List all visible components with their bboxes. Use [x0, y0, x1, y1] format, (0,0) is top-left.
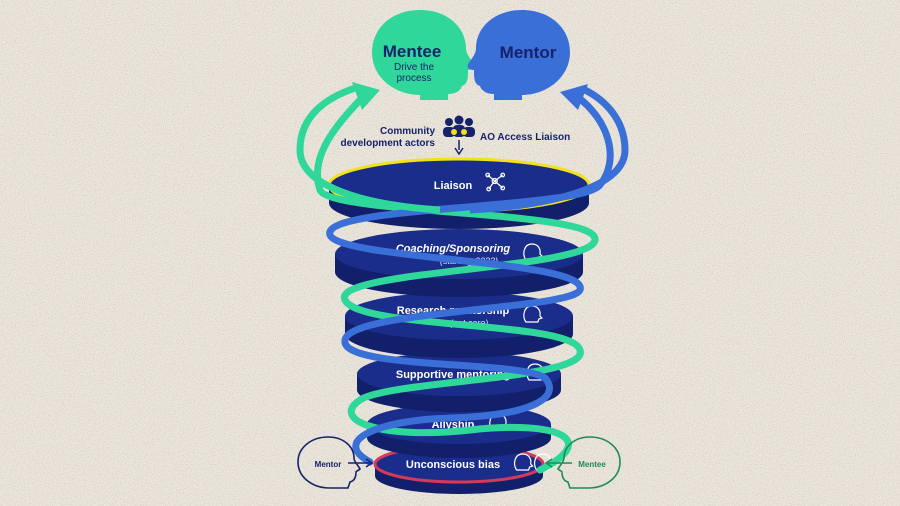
- ao-access-label: AO Access Liaison: [480, 132, 570, 143]
- community-label-2: development actors: [341, 138, 436, 149]
- small-mentor-head-icon: [297, 436, 361, 489]
- small-mentor-arrow-icon: [365, 458, 374, 468]
- small-mentee-arrow-icon: [544, 458, 553, 468]
- layer-label: Unconscious bias: [406, 459, 500, 471]
- mentor-head: Mentor: [467, 10, 570, 100]
- layer-label: Coaching/Sponsoring: [396, 243, 511, 255]
- spiral-ribbons: [296, 82, 629, 474]
- mentee-title: Mentee: [383, 42, 442, 61]
- community-label-1: Community: [380, 126, 435, 137]
- green-top-loop: [296, 84, 441, 214]
- small-mentor-label: Mentor: [315, 460, 342, 469]
- layer-label: Liaison: [434, 180, 473, 192]
- small-mentor-head: Mentor: [297, 436, 374, 489]
- people-group-icon: [443, 115, 475, 137]
- blue-top-loop: [469, 86, 629, 214]
- mentee-subtitle-2: process: [396, 73, 431, 84]
- mentee-arrowhead: [352, 82, 380, 110]
- small-mentee-head: Mentee: [544, 436, 621, 489]
- small-mentee-head-icon: [557, 436, 621, 489]
- down-arrow-icon: [454, 147, 464, 156]
- mentor-arrowhead: [560, 84, 588, 110]
- network-icon: [485, 172, 506, 192]
- mentor-head-icon: [467, 10, 570, 100]
- mentee-head: Mentee Drive the process: [372, 10, 475, 100]
- lightbulb-head-icon: [523, 243, 544, 261]
- mentee-head-icon: [372, 10, 475, 100]
- mentee-subtitle-1: Drive the: [394, 62, 434, 73]
- actors-group: Community development actors AO Access L…: [341, 115, 570, 156]
- small-mentee-label: Mentee: [578, 460, 606, 469]
- mentor-title: Mentor: [500, 43, 557, 62]
